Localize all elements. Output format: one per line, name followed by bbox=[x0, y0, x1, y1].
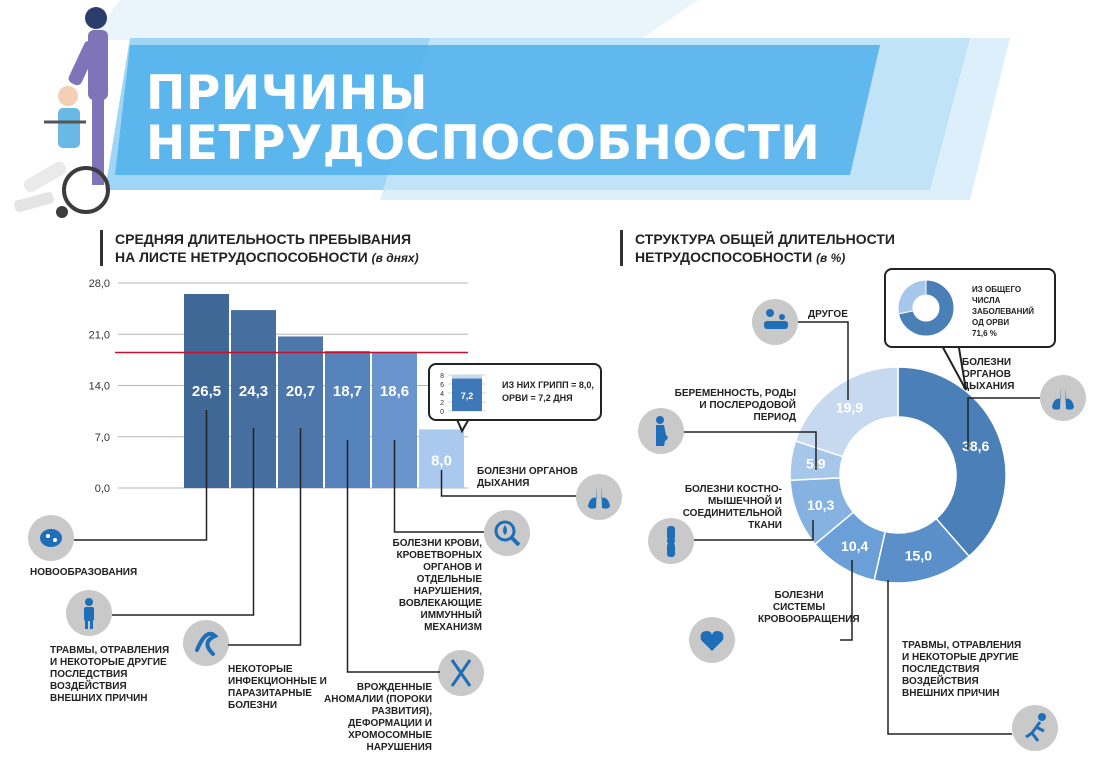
donut-leader-line bbox=[887, 580, 1012, 735]
lungs-icon bbox=[1040, 375, 1086, 421]
orvi-inset-line-1: ИЗ ОБЩЕГО bbox=[972, 285, 1022, 294]
right-section-title-line-2: НЕТРУДОСПОСОБНОСТИ bbox=[635, 249, 813, 265]
inset-y-tick-label: 8 bbox=[440, 373, 444, 380]
dna-icon bbox=[438, 650, 484, 696]
bar-value-label: 26,5 bbox=[192, 383, 221, 400]
orvi-inset-line-3: ЗАБОЛЕВАНИЙ bbox=[972, 307, 1034, 316]
inset-y-tick-label: 2 bbox=[440, 400, 444, 407]
bar-value-label: 8,0 bbox=[431, 452, 452, 469]
right-section-unit: (в %) bbox=[816, 251, 846, 265]
donut-label-respiratory: БОЛЕЗНИ ОРГАНОВ ДЫХАНИЯ bbox=[962, 357, 1015, 392]
bar-value-label: 18,6 bbox=[380, 383, 409, 400]
donut-leader-line bbox=[684, 431, 817, 470]
y-tick-label: 0,0 bbox=[95, 483, 110, 495]
left-section-unit: (в днях) bbox=[371, 251, 419, 265]
page-title-line-1: ПРИЧИНЫ bbox=[146, 66, 428, 121]
donut-leader-line bbox=[694, 520, 814, 541]
donut-value-label: 10,4 bbox=[841, 538, 868, 554]
bar-label-injuries: ТРАВМЫ, ОТРАВЛЕНИЯ И НЕКОТОРЫЕ ДРУГИЕ ПО… bbox=[50, 645, 170, 704]
bar-label-respiratory: БОЛЕЗНИ ОРГАНОВ ДЫХАНИЯ bbox=[477, 466, 578, 489]
leader-line bbox=[393, 440, 484, 533]
leader-line bbox=[74, 410, 208, 541]
orvi-inset-chart bbox=[897, 279, 955, 337]
donut-value-label: 15,0 bbox=[905, 547, 932, 563]
orvi-inset-line-2: ЧИСЛА bbox=[972, 296, 1001, 305]
y-tick-label: 7,0 bbox=[95, 432, 110, 444]
inset-slice-orvi bbox=[898, 279, 955, 337]
flu-inset-callout: 0 2 4 6 8 7,2 ИЗ НИХ ГРИПП = 8,0, ОРВИ = 7,2 … bbox=[428, 363, 602, 421]
donut-label-musculoskeletal: БОЛЕЗНИ КОСТНО-МЫШЕЧНОЙ И СОЕДИНИТЕЛЬНОЙ… bbox=[682, 484, 782, 531]
donut-value-label: 19,9 bbox=[836, 400, 863, 416]
right-section-title: СТРУКТУРА ОБЩЕЙ ДЛИТЕЛЬНОСТИ НЕТРУДОСПОС… bbox=[635, 230, 895, 267]
leader-line bbox=[440, 470, 576, 497]
page-title-line-2: НЕТРУДОСПОСОБНОСТИ bbox=[146, 116, 821, 171]
orvi-inset-line-5: 71,6 % bbox=[972, 329, 997, 338]
donut-slice bbox=[897, 366, 1007, 558]
donut-label-other: ДРУГОЕ bbox=[808, 309, 848, 320]
donut-value-label: 38,6 bbox=[962, 438, 989, 454]
injured-person-icon bbox=[66, 590, 112, 636]
leader-line bbox=[112, 428, 255, 616]
donut-leader-line bbox=[967, 397, 1040, 450]
left-section-marker bbox=[100, 230, 103, 266]
left-section-title: СРЕДНЯЯ ДЛИТЕЛЬНОСТЬ ПРЕБЫВАНИЯ НА ЛИСТЕ… bbox=[115, 230, 419, 267]
y-tick-label: 21,0 bbox=[89, 329, 110, 341]
inset-y-tick-label: 4 bbox=[440, 391, 444, 398]
orvi-inset-line-4: ОД ОРВИ bbox=[972, 318, 1010, 327]
falling-person-icon bbox=[1012, 705, 1058, 751]
donut-label-circulatory: БОЛЕЗНИ СИСТЕМЫ КРОВООБРАЩЕНИЯ bbox=[758, 590, 860, 625]
y-tick-label: 14,0 bbox=[89, 381, 110, 393]
leader-line bbox=[346, 440, 440, 673]
inset-bar-orvi bbox=[452, 378, 482, 411]
orvi-inset-text: ИЗ ОБЩЕГО ЧИСЛА ЗАБОЛЕВАНИЙ ОД ОРВИ 71,6… bbox=[972, 284, 1034, 339]
left-section-title-line-2: НА ЛИСТЕ НЕТРУДОСПОСОБНОСТИ bbox=[115, 249, 368, 265]
orvi-inset-callout: ИЗ ОБЩЕГО ЧИСЛА ЗАБОЛЕВАНИЙ ОД ОРВИ 71,6… bbox=[884, 268, 1056, 348]
inset-bar-label: 7,2 bbox=[461, 391, 474, 401]
right-section-title-line-1: СТРУКТУРА ОБЩЕЙ ДЛИТЕЛЬНОСТИ bbox=[635, 231, 895, 247]
y-tick-label: 28,0 bbox=[89, 278, 110, 290]
bar-value-label: 20,7 bbox=[286, 383, 315, 400]
wheelchair-nurse-illustration bbox=[14, 7, 110, 218]
bar-value-label: 24,3 bbox=[239, 383, 268, 400]
inset-y-tick-label: 0 bbox=[440, 409, 444, 416]
flu-inset-chart: 0 2 4 6 8 7,2 bbox=[440, 373, 486, 416]
inset-y-tick-label: 6 bbox=[440, 382, 444, 389]
inset-slice-rest bbox=[897, 279, 927, 315]
right-section-marker bbox=[620, 230, 623, 266]
knee-joint-icon bbox=[648, 518, 694, 564]
donut-slice bbox=[794, 366, 899, 458]
leader-line bbox=[228, 428, 302, 646]
donut-value-label: 10,3 bbox=[807, 497, 834, 513]
flu-inset-text-line-2: ОРВИ = 7,2 ДНЯ bbox=[502, 393, 573, 403]
donut-leader-line bbox=[840, 560, 853, 641]
pregnant-woman-icon bbox=[638, 408, 684, 454]
bar-value-label: 18,7 bbox=[333, 383, 362, 400]
bar-label-infections: НЕКОТОРЫЕ ИНФЕКЦИОННЫЕ И ПАРАЗИТАРНЫЕ БО… bbox=[228, 664, 327, 711]
lungs-icon bbox=[576, 474, 622, 520]
flu-inset-text-line-1: ИЗ НИХ ГРИПП = 8,0, bbox=[502, 380, 594, 390]
bar-label-congenital: ВРОЖДЕННЫЕ АНОМАЛИИ (ПОРОКИ РАЗВИТИЯ), Д… bbox=[324, 682, 432, 753]
donut-leader-line bbox=[798, 321, 849, 400]
caregiver-icon bbox=[752, 299, 798, 345]
donut-label-injuries: ТРАВМЫ, ОТРАВЛЕНИЯ И НЕКОТОРЫЕ ДРУГИЕ ПО… bbox=[902, 640, 1022, 699]
bar-label-tumors: НОВООБРАЗОВАНИЯ bbox=[30, 567, 138, 578]
tumor-icon bbox=[28, 515, 74, 561]
donut-label-pregnancy: БЕРЕМЕННОСТЬ, РОДЫ И ПОСЛЕРОДОВОЙ ПЕРИОД bbox=[674, 388, 796, 423]
heart-icon bbox=[689, 617, 735, 663]
bar-label-blood: БОЛЕЗНИ КРОВИ, КРОВЕТВОРНЫХ ОРГАНОВ И ОТ… bbox=[392, 538, 482, 633]
blood-magnifier-icon bbox=[484, 510, 530, 556]
left-section-title-line-1: СРЕДНЯЯ ДЛИТЕЛЬНОСТЬ ПРЕБЫВАНИЯ bbox=[115, 231, 412, 247]
bacteria-icon bbox=[183, 620, 229, 666]
